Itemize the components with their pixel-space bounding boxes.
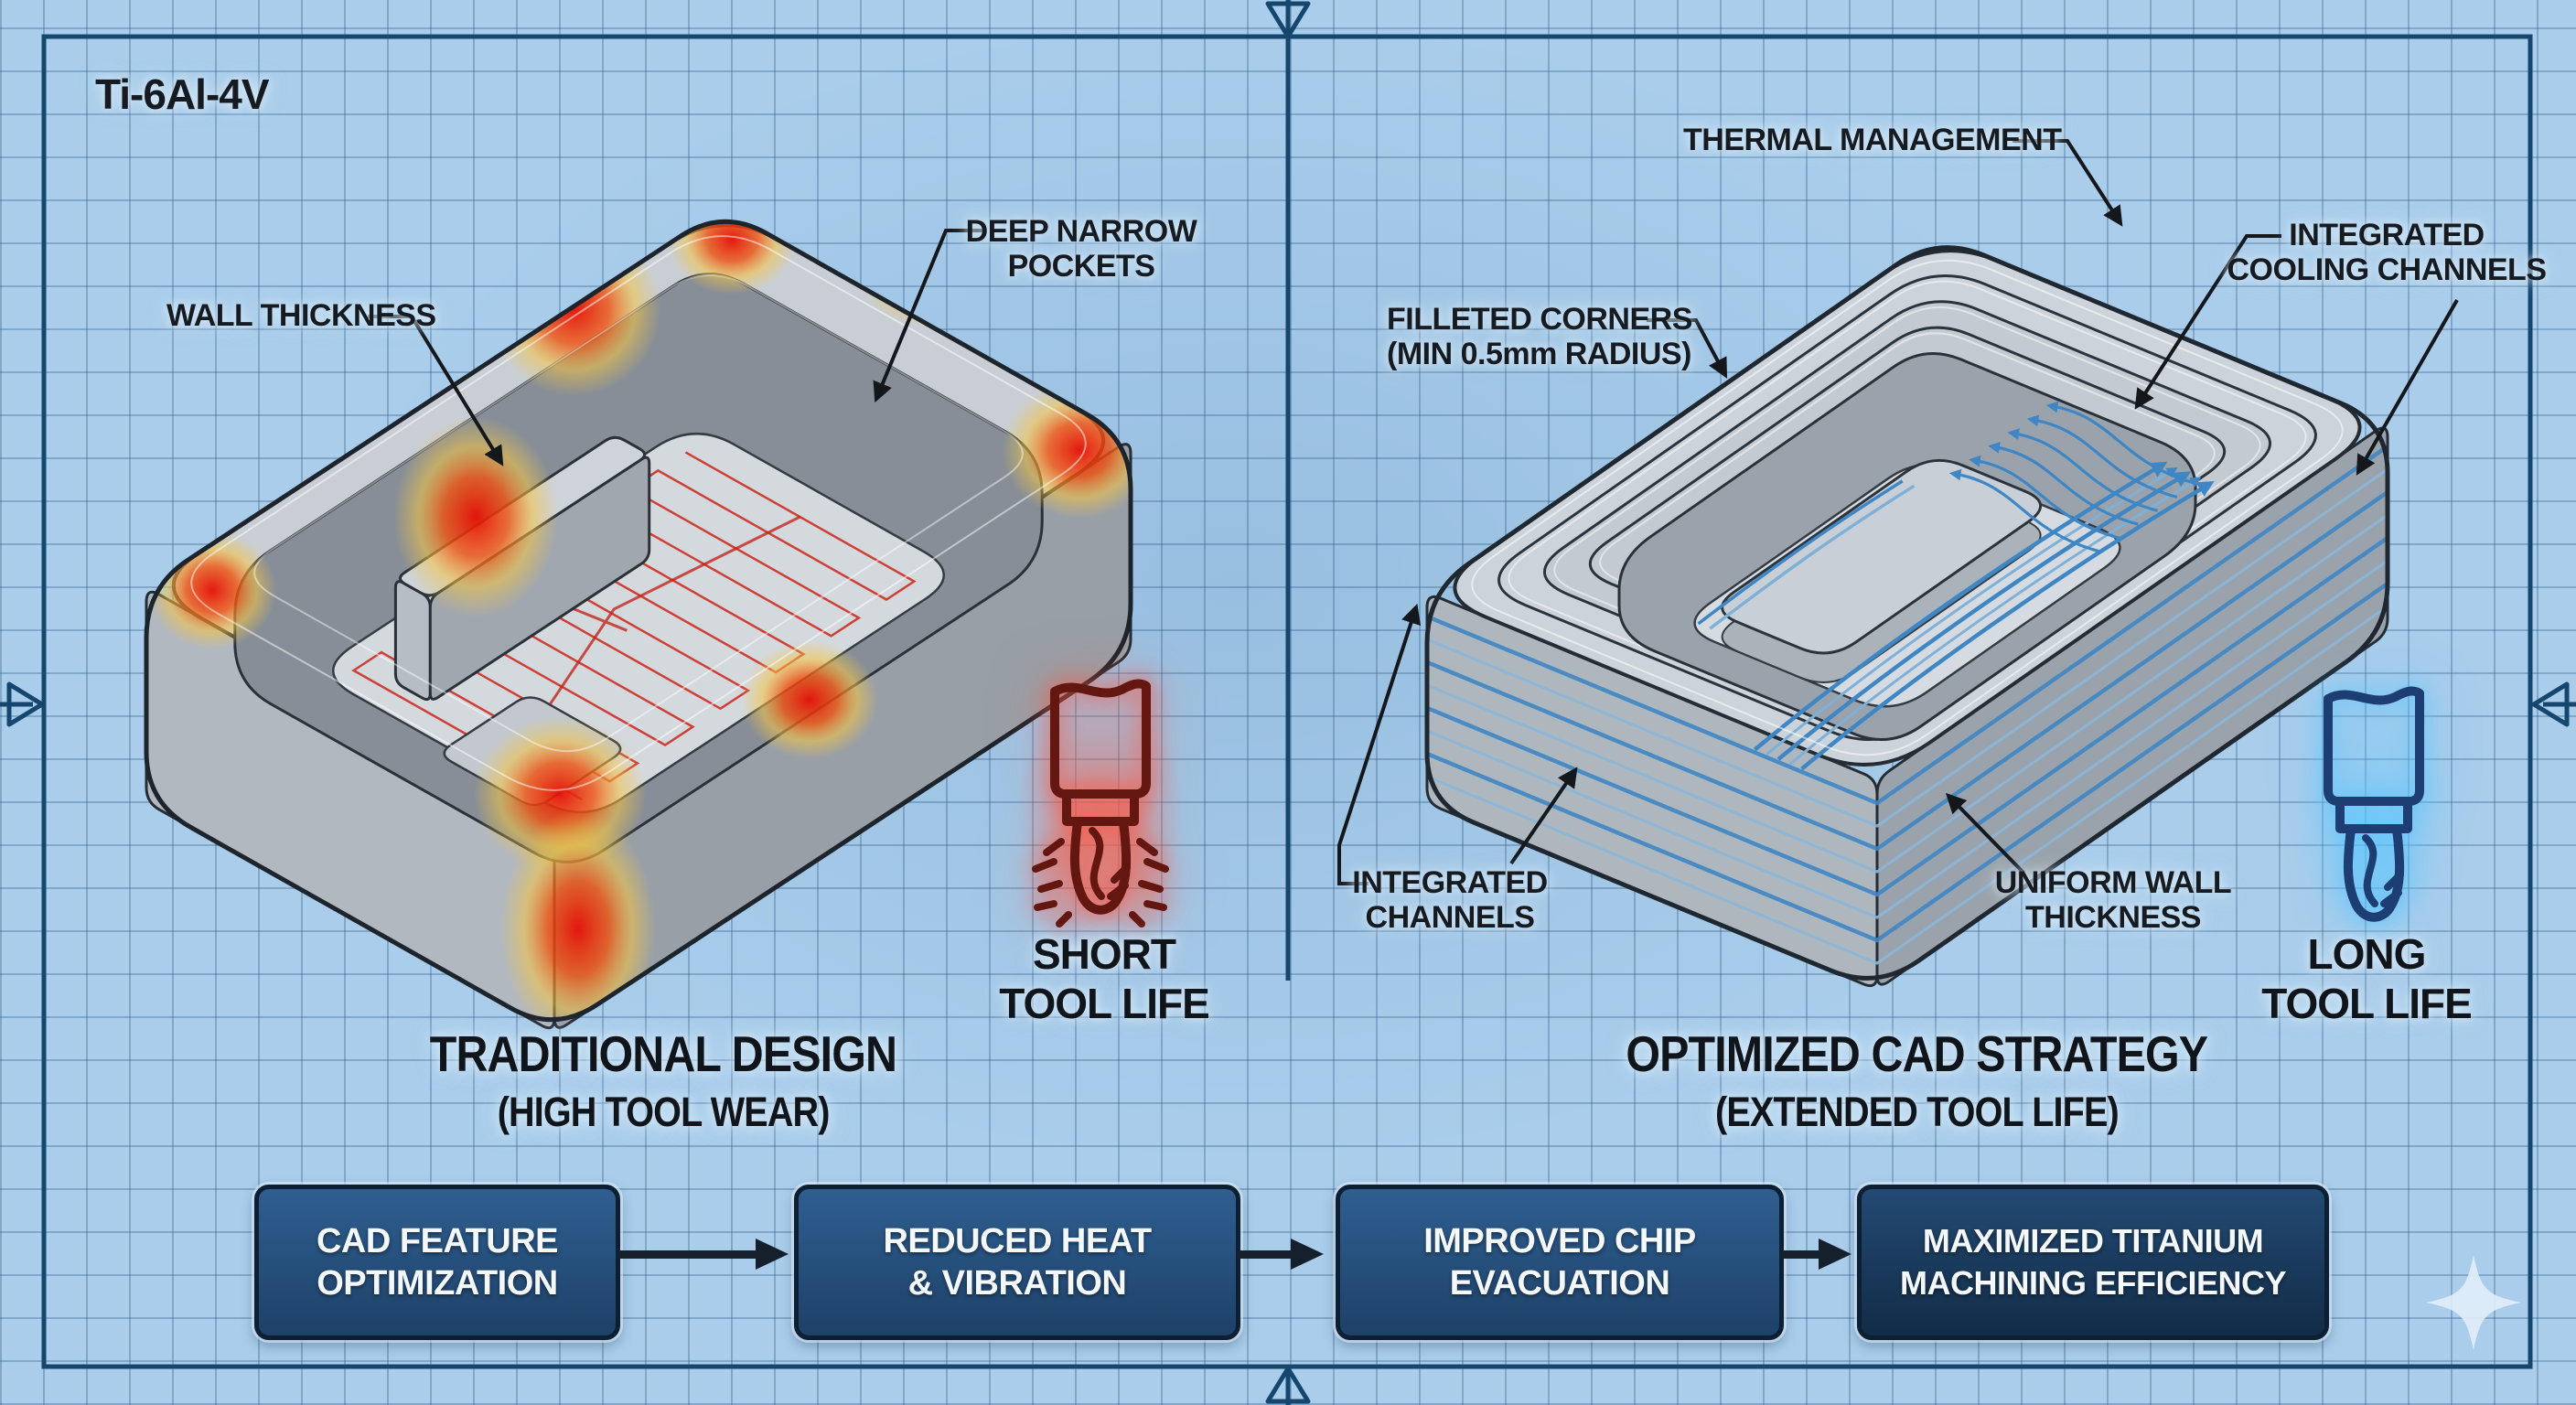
label-filleted-corners: FILLETED CORNERS (MIN 0.5mm RADIUS): [1387, 302, 1692, 371]
flow-arrow-2: [1238, 1239, 1324, 1270]
spark-lines-left: [1032, 838, 1072, 928]
end-mill-cool-icon: [2324, 686, 2424, 922]
leader-uniform-wall: [1945, 792, 2025, 874]
label-thermal-management: THERMAL MANAGEMENT: [1683, 123, 2062, 157]
flow-arrow-1: [618, 1239, 789, 1270]
leader-wall-thickness: [368, 315, 504, 467]
label-uniform-wall-thickness: UNIFORM WALL THICKNESS: [1994, 865, 2232, 935]
material-label: Ti-6Al-4V: [95, 70, 270, 118]
registration-mark-left: [0, 681, 45, 727]
sparkle-watermark-icon: [2426, 1255, 2521, 1350]
flow-step-improved-chip-evacuation: IMPROVED CHIP EVACUATION: [1336, 1185, 1784, 1340]
end-mill-hot-icon: [1032, 679, 1169, 928]
leader-integrated-cooling-a: [2134, 234, 2281, 410]
short-tool-life-icon-wrap: [986, 631, 1215, 988]
registration-mark-bottom: [1265, 1366, 1311, 1405]
label-integrated-cooling-channels: INTEGRATED COOLING CHANNELS: [2227, 218, 2548, 287]
leader-filleted-corners: [1647, 318, 1728, 379]
spark-lines-right: [1129, 838, 1169, 928]
leader-integrated-channels-a: [1337, 603, 1422, 885]
label-wall-thickness: WALL THICKNESS: [166, 298, 436, 333]
label-integrated-channels: INTEGRATED CHANNELS: [1352, 865, 1548, 935]
leader-thermal-management: [2012, 139, 2123, 227]
leader-lines: [368, 139, 2459, 885]
left-panel-title: TRADITIONAL DESIGN (HIGH TOOL WEAR): [429, 1025, 897, 1135]
label-deep-narrow-pockets: DEEP NARROW POCKETS: [965, 214, 1197, 284]
registration-mark-right: [2531, 681, 2576, 727]
flow-arrow-3: [1782, 1239, 1852, 1270]
leader-deep-narrow-pockets: [873, 229, 984, 403]
long-tool-life-icon-wrap: [2259, 638, 2488, 995]
flow-step-reduced-heat-vibration: REDUCED HEAT & VIBRATION: [794, 1185, 1240, 1340]
short-tool-life-label: SHORT TOOL LIFE: [999, 930, 1210, 1027]
optimized-part-illustration: [1424, 245, 2390, 988]
right-panel-title: OPTIMIZED CAD STRATEGY (EXTENDED TOOL LI…: [1626, 1025, 2208, 1135]
flow-step-maximized-efficiency: MAXIMIZED TITANIUM MACHINING EFFICIENCY: [1857, 1185, 2329, 1340]
registration-mark-top: [1265, 0, 1311, 39]
leader-integrated-cooling-b: [2356, 299, 2459, 476]
flow-step-cad-feature-optimization: CAD FEATURE OPTIMIZATION: [254, 1185, 620, 1340]
leader-integrated-channels-b: [1509, 767, 1578, 865]
long-tool-life-label: LONG TOOL LIFE: [2261, 930, 2473, 1027]
